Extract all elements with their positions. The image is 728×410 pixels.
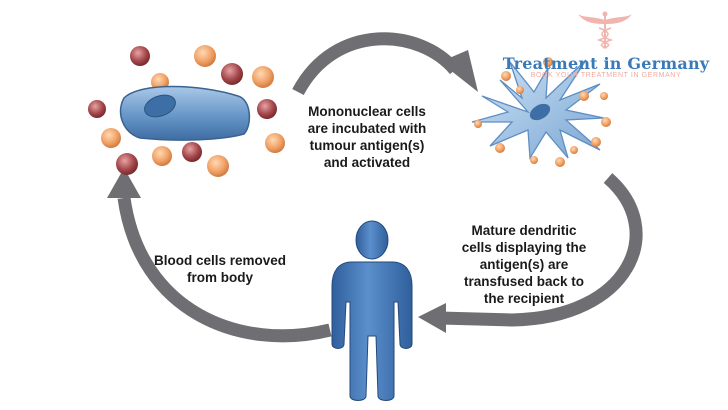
step-label-line: Mature dendritic [471,223,577,238]
arrow-right-head [418,303,446,333]
person-figure [331,220,413,401]
person-head [355,220,389,260]
antigen-dot [543,57,553,67]
blood-cell-dot [257,99,277,119]
antigen-dot [601,117,611,127]
arrow-right [439,173,643,327]
antigen-dot [555,157,565,167]
antigen-dot [474,120,482,128]
step-label-line: the recipient [483,291,565,306]
caduceus-icon [578,11,632,49]
step-label-line: transfused back to [463,274,585,289]
watermark-name: Treatment in Germany [502,54,710,73]
step-label-line: cells displaying the [461,240,587,255]
blood-cell-dot [194,45,216,67]
antigen-dot [570,146,578,154]
step-label-line: from body [187,270,253,285]
step-label-line: are incubated with [307,121,427,136]
blood-cell-dot [152,146,172,166]
arrow-left [117,197,332,343]
cell-nucleus [529,103,551,121]
blood-cell-dot [88,100,106,118]
blood-cell-dot [252,66,274,88]
watermark-tagline: BOOK YOUR TREATMENT IN GERMANY [530,72,682,79]
blood-cell-dot [101,128,121,148]
antigen-dot [579,91,589,101]
step-label-line: tumour antigen(s) [309,138,425,153]
antigen-dot [591,137,601,147]
step-label-line: Mononuclear cells [308,104,426,119]
mononuclear-cell [119,85,251,141]
arrow-left-head [107,168,141,198]
blood-cell-dot [130,46,150,66]
arrow-top [292,32,460,96]
blood-cell-dot [182,142,202,162]
step-label-incubation: Mononuclear cells are incubated with tum… [288,103,446,171]
antigen-dot [516,86,524,94]
blood-cell-dot [116,153,138,175]
antigen-dot [495,143,505,153]
cell-nucleus [144,94,176,118]
antigen-dot [501,71,511,81]
blood-cell-dot [265,133,285,153]
antigen-dot [600,92,608,100]
dendritic-cell [471,57,611,167]
person-body [331,261,413,401]
step-label-line: antigen(s) are [479,257,569,272]
step-label-transfusion: Mature dendritic cells displaying the an… [438,222,610,307]
blood-cell-dot [221,63,243,85]
blood-cell-dot [207,155,229,177]
arrow-top-head [440,50,478,92]
step-label-removal: Blood cells removed from body [136,252,304,286]
watermark: Treatment in Germany BOOK YOUR TREATMENT… [492,54,720,79]
antigen-dot [530,156,538,164]
step-label-line: and activated [323,155,411,170]
step-label-line: Blood cells removed [153,253,287,268]
